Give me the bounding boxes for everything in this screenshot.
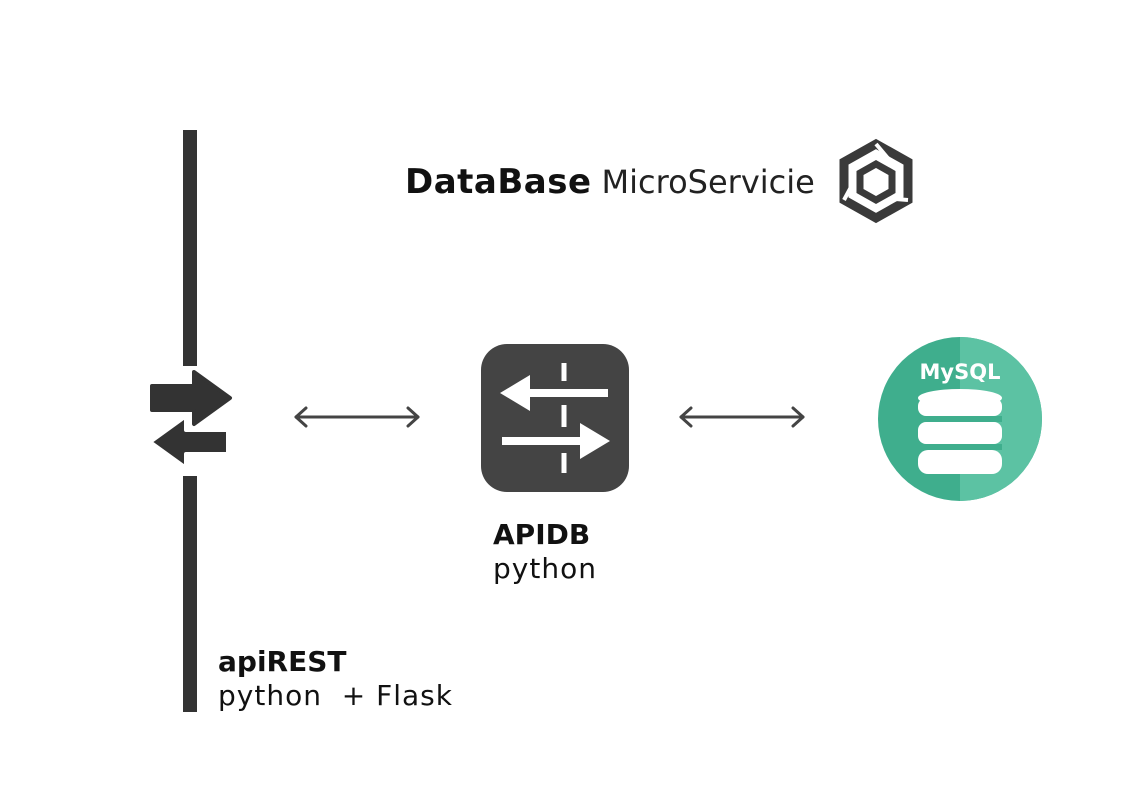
apidb-label: APIDB python: [493, 518, 597, 586]
apirest-label: apiREST python + Flask: [218, 645, 453, 713]
api-gateway-bar-top: [183, 130, 197, 366]
api-gateway-bar-bottom: [183, 476, 197, 712]
transfer-arrows-icon: [481, 344, 629, 492]
mysql-label: MySQL: [920, 360, 1001, 384]
microservice-hexagon-logo-icon: [839, 138, 913, 224]
title-bold: DataBase: [405, 162, 592, 202]
mysql-database-icon: MySQL: [878, 337, 1042, 501]
apidb-name: APIDB: [493, 518, 591, 551]
exchange-arrows-icon: [148, 370, 232, 470]
connector-arrow-gateway-apidb: [294, 406, 420, 428]
connector-arrow-apidb-mysql: [679, 406, 805, 428]
apirest-name: apiREST: [218, 645, 347, 678]
title-light: MicroServicie: [601, 163, 815, 201]
apirest-tech: python + Flask: [218, 679, 453, 712]
apidb-tech: python: [493, 552, 597, 585]
